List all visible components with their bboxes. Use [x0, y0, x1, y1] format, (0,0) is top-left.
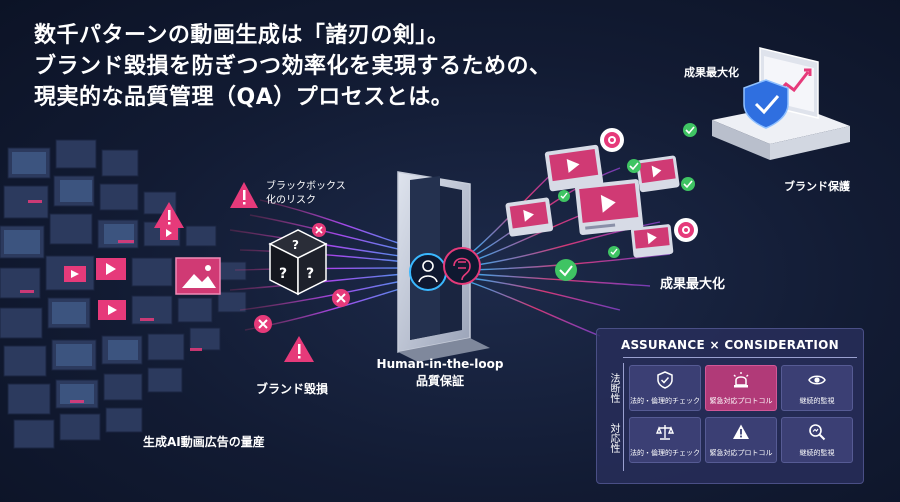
- qa-cell-emergency-protocol-2: 緊急対応プロトコル: [705, 417, 777, 463]
- qa-cell-caption: 継続的監視: [799, 397, 835, 405]
- magnifier-icon: [809, 424, 826, 441]
- qa-matrix-panel: ASSURANCE × CONSIDERATION 法断性 対応性 法的・倫理的…: [596, 328, 864, 484]
- qa-matrix-header: ASSURANCE × CONSIDERATION: [620, 338, 840, 352]
- hitl-line-2: 品質保証: [415, 374, 464, 388]
- blackbox-risk-line-2: 化のリスク: [266, 195, 316, 206]
- target-icon: [600, 128, 698, 242]
- qa-cell-emergency-protocol: 緊急対応プロトコル: [705, 365, 777, 411]
- qa-cell-legal-check-2: 法的・倫理的チェック: [629, 417, 701, 463]
- warning-icon: [230, 182, 258, 208]
- error-x-icon: [254, 223, 350, 333]
- black-box-icon: ? ? ?: [268, 229, 328, 296]
- qa-cell-caption: 法的・倫理的チェック: [630, 449, 700, 457]
- svg-text:?: ?: [279, 266, 287, 282]
- warning-icon: [733, 424, 749, 439]
- door-gate: [397, 171, 490, 362]
- qa-cell-monitoring-2: 継続的監視: [781, 417, 853, 463]
- scale-icon: [656, 425, 674, 440]
- title-line-3: 現実的な品質管理（QA）プロセスとは。: [34, 85, 454, 110]
- blackbox-risk-line-1: ブラックボックス: [266, 181, 346, 192]
- eye-icon: [808, 375, 826, 385]
- check-icon: [555, 123, 697, 281]
- success-video-cards: [505, 144, 680, 258]
- qa-row-label-2: 対応性: [608, 423, 619, 453]
- qa-cell-caption: 法的・倫理的チェック: [630, 397, 700, 405]
- title-line-1: 数千パターンの動画生成は「諸刃の剣」。: [34, 23, 450, 48]
- qa-matrix-divider: [623, 357, 857, 358]
- svg-text:?: ?: [306, 266, 314, 282]
- brand-protection-label: ブランド保護: [784, 180, 850, 193]
- page-title: 数千パターンの動画生成は「諸刃の剣」。 ブランド毀損を防ぎつつ効率化を実現するた…: [34, 20, 552, 113]
- image-thumbnail-icon: [175, 257, 221, 295]
- qa-matrix-axis: [623, 363, 624, 471]
- blackbox-risk-label: ブラックボックス 化のリスク: [266, 180, 346, 208]
- qa-row-label-1: 法断性: [608, 373, 619, 403]
- alarm-light-icon: [733, 372, 749, 388]
- warning-icon-2: [154, 202, 184, 228]
- hitl-line-1: Human-in-the-loop: [376, 357, 504, 371]
- hitl-label: Human-in-the-loop 品質保証: [364, 356, 516, 390]
- qa-cell-legal-check: 法的・倫理的チェック: [629, 365, 701, 411]
- mass-production-label: 生成AI動画広告の量産: [143, 435, 265, 449]
- video-thumbnail-wall: [0, 139, 247, 449]
- result-max-label-mid: 成果最大化: [660, 277, 726, 292]
- qa-cell-caption: 継続的監視: [799, 449, 835, 457]
- title-line-2: ブランド毀損を防ぎつつ効率化を実現するための、: [34, 54, 552, 79]
- qa-cell-caption: 緊急対応プロトコル: [709, 449, 773, 457]
- qa-cell-caption: 緊急対応プロトコル: [709, 397, 773, 405]
- warning-icon-3: [284, 336, 314, 362]
- qa-cell-monitoring: 継続的監視: [781, 365, 853, 411]
- result-max-label-top: 成果最大化: [684, 66, 739, 79]
- play-thumbnail-icon: [64, 226, 178, 320]
- svg-text:?: ?: [292, 238, 299, 252]
- brand-damage-label: ブランド毀損: [256, 382, 329, 396]
- shield-check-icon: [657, 371, 673, 389]
- brand-protection-platform: [712, 47, 850, 160]
